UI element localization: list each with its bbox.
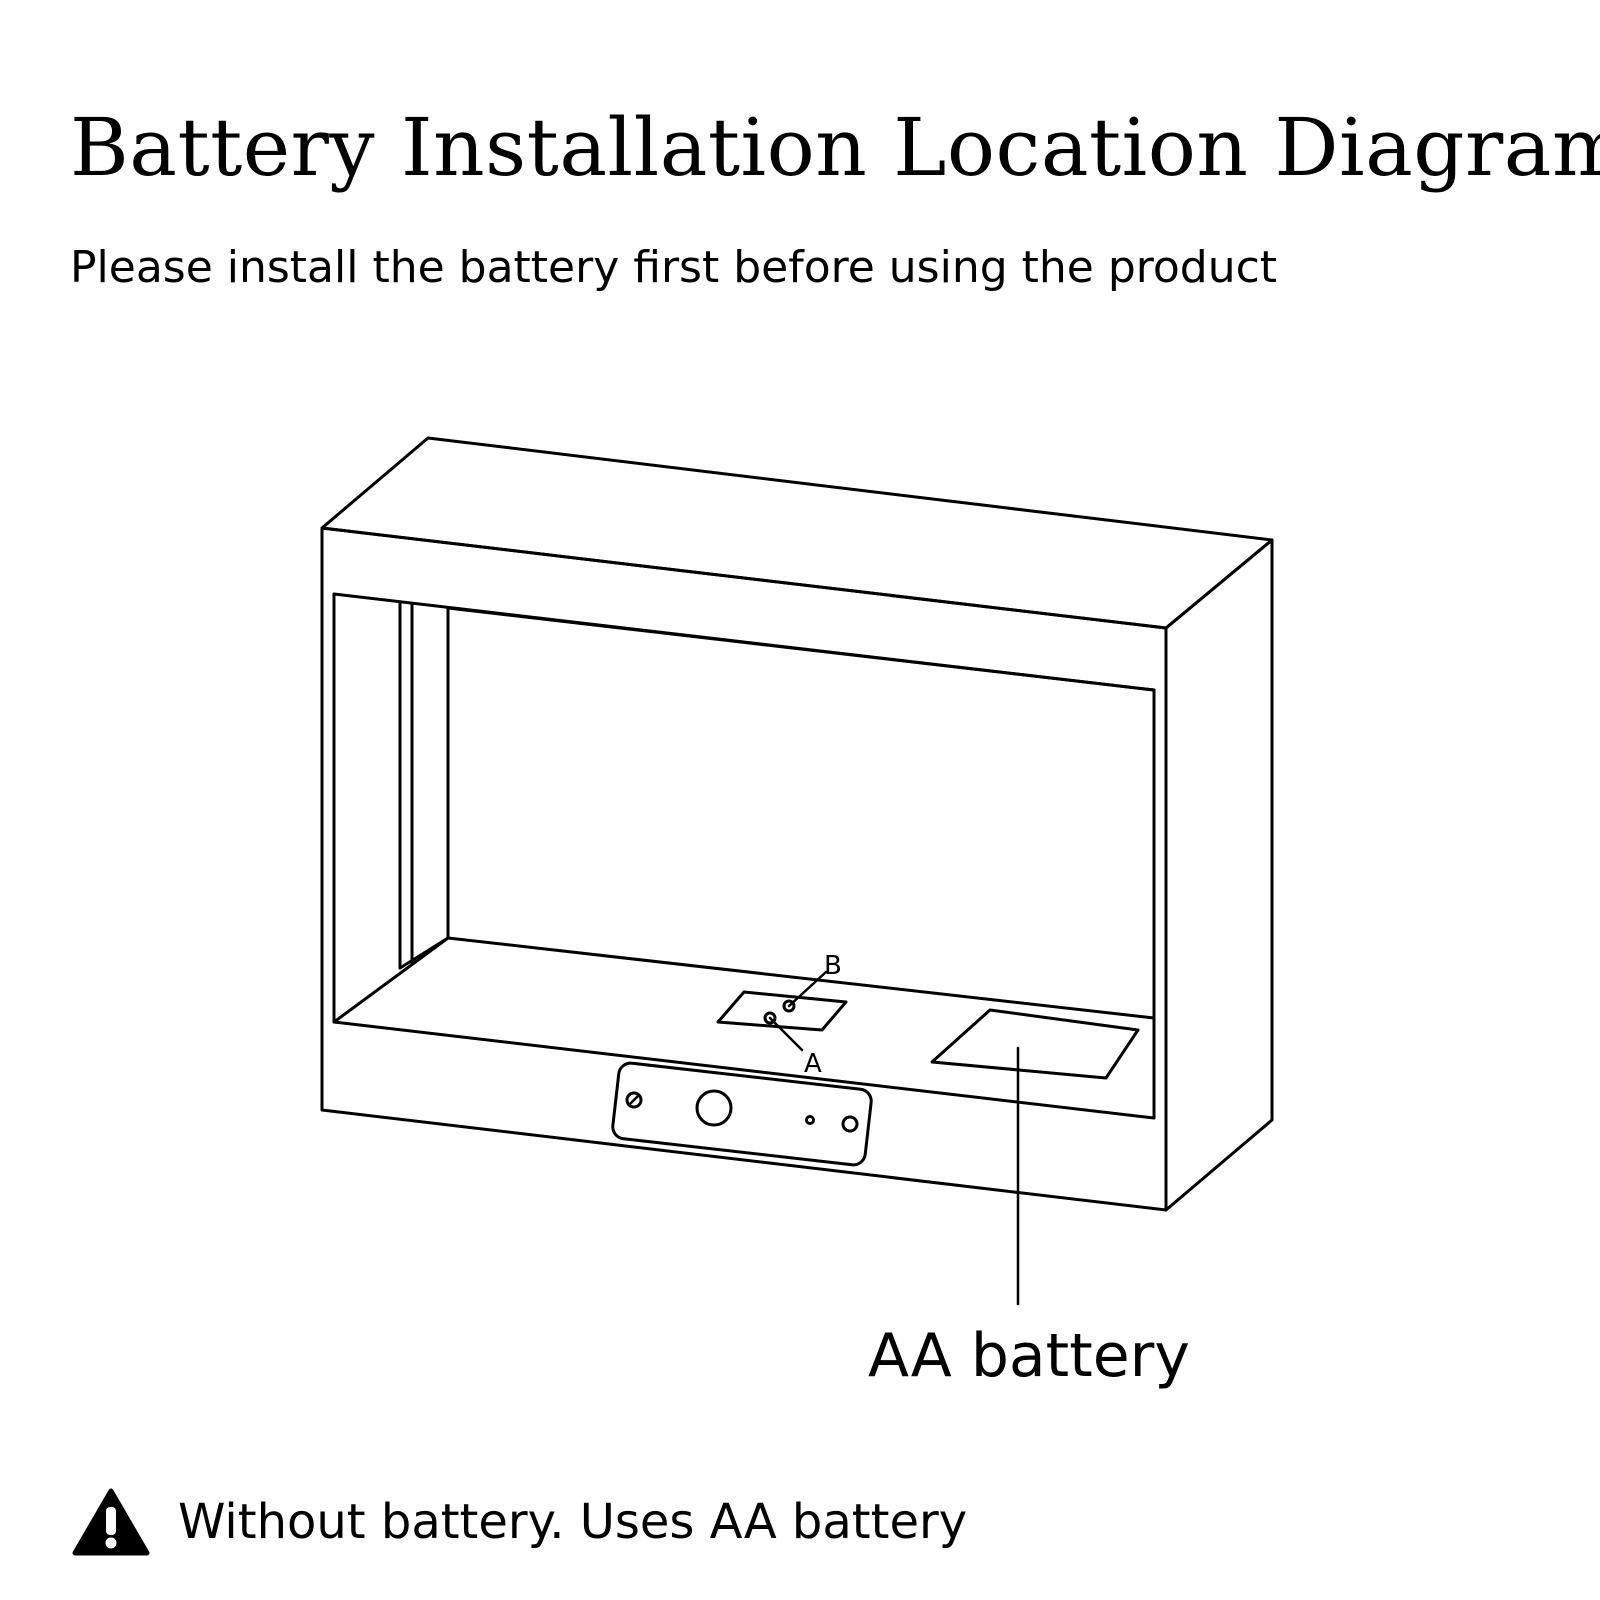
- leader-a: [768, 1016, 804, 1052]
- leader-b: [787, 970, 828, 1008]
- inner-back-top-edge: [446, 606, 1156, 692]
- battery-callout-label: AA battery: [868, 1321, 1190, 1391]
- contact-a: [763, 1011, 777, 1025]
- inner-back-bottom-edge: [446, 936, 1156, 1020]
- contact-b: [782, 999, 796, 1013]
- battery-compartment: [930, 1008, 1140, 1080]
- panel-screw-left: [625, 1091, 643, 1109]
- panel-button: [695, 1089, 733, 1127]
- marker-a-label: A: [804, 1049, 822, 1079]
- page-subtitle: Please install the battery first before …: [70, 242, 1278, 293]
- switch-compartment: [716, 990, 848, 1032]
- notice-text: Without battery. Uses AA battery: [178, 1494, 968, 1550]
- panel-indicator: [805, 1115, 815, 1125]
- warning-triangle-icon: [72, 1488, 150, 1556]
- inner-floor-left-edge: [332, 936, 450, 1024]
- panel-screw-right: [841, 1115, 859, 1133]
- front-opening: [332, 592, 1156, 1120]
- box-top-face: [320, 436, 1274, 630]
- marker-b-label: B: [824, 951, 842, 981]
- panel-screw-left-slot: [627, 1093, 641, 1107]
- box-right-face: [1164, 538, 1274, 1212]
- page-title: Battery Installation Location Diagram: [70, 101, 1600, 194]
- notice-row: Without battery. Uses AA battery: [72, 1482, 967, 1562]
- control-panel: [611, 1061, 873, 1167]
